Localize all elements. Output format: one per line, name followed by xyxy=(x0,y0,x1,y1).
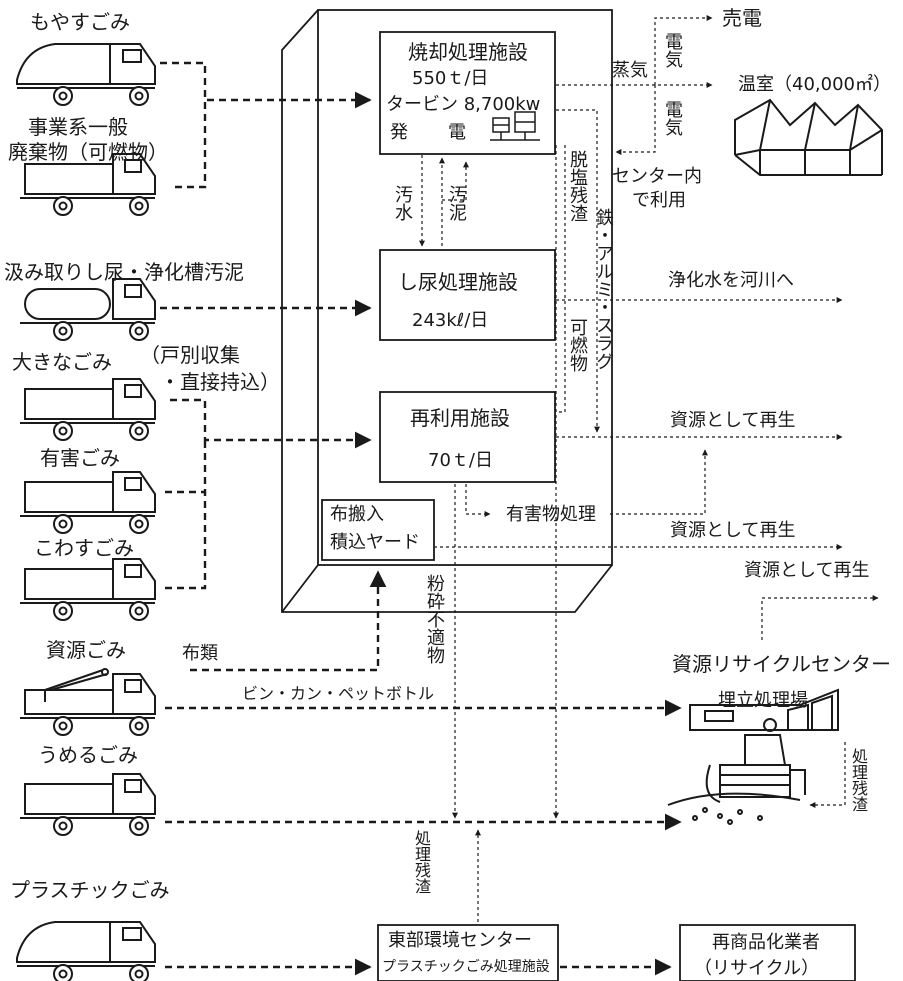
reuse-title: 再利用施設 xyxy=(410,406,510,430)
recommercial-box xyxy=(679,924,856,981)
packer-truck-icon xyxy=(16,43,156,106)
incinerator-power-2: 電 xyxy=(448,122,466,143)
packer-truck-icon xyxy=(16,921,156,981)
cloth-yard-1: 布搬入 xyxy=(330,504,384,525)
recycle-center-label: 資源リサイクルセンター xyxy=(672,652,891,676)
label-center-use-2: で利用 xyxy=(632,190,686,211)
incinerator-turbine: タービン 8,700kw xyxy=(386,94,541,115)
turbine-icon xyxy=(490,111,540,141)
label-baiden: 売電 xyxy=(722,6,762,30)
arrow-cloth xyxy=(190,570,387,672)
source-shigen: 資源ごみ xyxy=(46,638,126,662)
bulldozer-icon xyxy=(667,718,806,825)
greenhouse-icon xyxy=(734,98,883,176)
recommercial-1: 再商品化業者 xyxy=(712,932,820,953)
main-building xyxy=(281,9,613,613)
recommercial-2: （リサイクル） xyxy=(694,958,820,979)
source-jigyokei-1: 事業系一般 xyxy=(28,115,128,139)
label-residue-left: 処理残渣 xyxy=(412,830,431,894)
flatbed-truck-icon xyxy=(20,773,156,836)
flatbed-truck-icon xyxy=(20,558,156,621)
label-regen-3: 資源として再生 xyxy=(744,560,870,581)
source-ookina: 大きなごみ xyxy=(12,350,112,374)
source-umeru: うめるごみ xyxy=(38,743,138,767)
flatbed-truck-icon xyxy=(20,378,156,441)
label-residue-right: 処理残渣 xyxy=(849,748,868,812)
source-ookina-note-2: ・直接持込） xyxy=(160,370,280,394)
reuse-box xyxy=(379,391,556,483)
label-kanen: 可燃物 xyxy=(567,318,588,372)
incinerator-box xyxy=(379,31,556,155)
label-regen-1: 資源として再生 xyxy=(670,410,796,431)
label-denki-top: 電気 xyxy=(662,32,683,68)
source-kumitori: 汲み取りし尿・浄化槽汚泥 xyxy=(4,260,244,284)
tobu-box xyxy=(377,924,559,981)
source-yugai: 有害ごみ xyxy=(40,446,120,470)
factory-icon xyxy=(689,688,839,731)
incinerator-title: 焼却処理施設 xyxy=(408,40,528,64)
incinerator-capacity: 550ｔ/日 xyxy=(412,68,489,89)
label-metal-slag: 鉄・アルミ・スラグ xyxy=(593,208,614,370)
label-regen-2: 資源として再生 xyxy=(670,520,796,541)
shinyo-capacity: 243kℓ/日 xyxy=(412,310,489,331)
label-odei: 汚泥 xyxy=(446,185,467,221)
cloth-yard-box xyxy=(321,499,435,561)
incinerator-power-1: 発 xyxy=(390,122,408,143)
landfill-label: 埋立処理場 xyxy=(718,690,808,711)
source-jigyokei-2: 廃棄物（可燃物） xyxy=(8,140,168,164)
source-plastic: プラスチックごみ xyxy=(10,878,170,902)
label-greenhouse: 温室（40,000㎡） xyxy=(738,74,891,95)
arrow-moyasu xyxy=(160,61,372,109)
flatbed-truck-icon xyxy=(20,471,156,534)
label-jouki: 蒸気 xyxy=(612,60,648,81)
label-osui: 汚水 xyxy=(392,185,413,221)
shinyo-title: し尿処理施設 xyxy=(398,270,518,294)
label-cloth: 布類 xyxy=(182,643,218,664)
label-funsai: 粉砕不適物 xyxy=(424,574,445,664)
label-datsuen: 脱塩残渣 xyxy=(567,150,588,222)
source-moyasu: もやすごみ xyxy=(30,10,130,34)
source-ookina-note-1: （戸別収集 xyxy=(140,343,240,367)
tobu-sub: プラスチックごみ処理施設 xyxy=(382,959,550,975)
label-denki-mid: 電気 xyxy=(662,100,683,136)
tank-truck-icon xyxy=(20,278,156,341)
tobu-title: 東部環境センター xyxy=(388,930,532,951)
reuse-capacity: 70ｔ/日 xyxy=(428,450,493,471)
arrow-yugai xyxy=(165,440,207,494)
cloth-yard-2: 積込ヤード xyxy=(330,532,420,553)
source-kowasu: こわすごみ xyxy=(34,536,134,560)
label-hazardous: 有害物処理 xyxy=(506,504,596,525)
arrow-jigyokei xyxy=(175,100,207,189)
label-purified: 浄化水を河川へ xyxy=(668,270,794,291)
crane-truck-icon xyxy=(20,668,156,736)
label-bottles: ビン・カン・ペットボトル xyxy=(242,684,435,703)
arrow-ookina xyxy=(170,398,372,449)
label-center-use-1: センター内 xyxy=(612,166,702,187)
flatbed-truck-icon xyxy=(20,153,156,216)
arrow-kowasu xyxy=(165,492,207,590)
shinyo-box xyxy=(379,249,556,341)
